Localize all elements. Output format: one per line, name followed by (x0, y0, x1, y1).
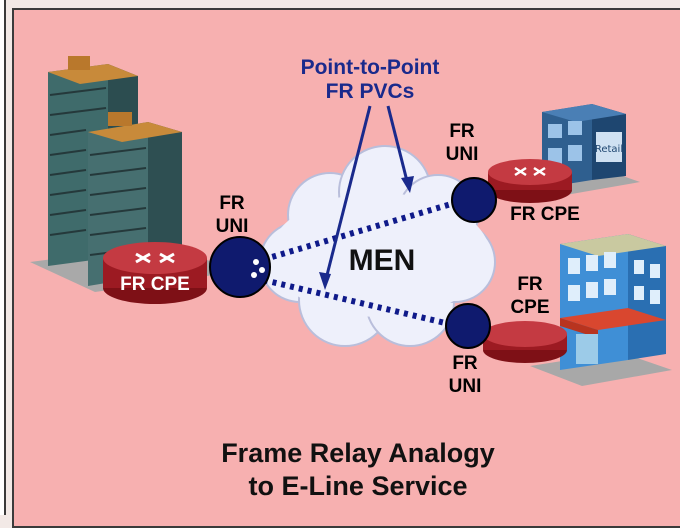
pvc-annotation (319, 105, 414, 290)
caption-line1: Frame Relay Analogy (221, 438, 495, 468)
caption-line2: to E-Line Service (248, 471, 467, 501)
pvc-label-line1: Point-to-Point (301, 56, 440, 79)
top-cpe-label: FR CPE (510, 204, 580, 225)
bottom-cpe-line1: FR (517, 274, 543, 295)
pvc-link-bottom (254, 275, 459, 329)
bottom-uni-line1: FR (452, 353, 478, 374)
top-uni-line2: UNI (446, 144, 479, 165)
retail-sign: Retail (595, 144, 623, 155)
top-router-icon (488, 159, 572, 203)
bottom-router-icon (483, 321, 567, 363)
diagram-svg: MEN Point-to-Point FR PVCs FR CPE (30, 56, 672, 501)
top-uni-port-icon (451, 177, 497, 223)
bottom-uni-line2: UNI (449, 376, 482, 397)
left-frame-edge (0, 0, 6, 515)
bottom-cpe-line2: CPE (510, 297, 549, 318)
hq-uni-port-icon (209, 236, 271, 298)
cloud-label: MEN (349, 244, 416, 277)
pvc-links (254, 199, 459, 329)
bottom-uni-port-icon (445, 303, 491, 349)
top-uni-line1: FR (449, 121, 475, 142)
hq-uni-line2: UNI (216, 216, 249, 237)
hq-router-icon (103, 242, 207, 304)
pvc-label-line2: FR PVCs (326, 80, 415, 103)
hq-cpe-label: FR CPE (120, 274, 190, 295)
branch-building-icon (530, 234, 672, 386)
hq-uni-line1: FR (219, 193, 245, 214)
